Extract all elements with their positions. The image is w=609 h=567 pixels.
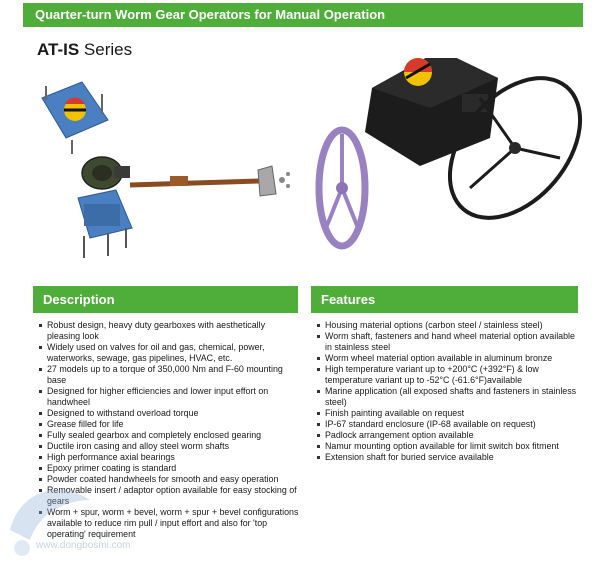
list-item: Housing material options (carbon steel /…: [315, 320, 583, 331]
list-item: Robust design, heavy duty gearboxes with…: [37, 320, 299, 342]
series-title: AT-IS Series: [37, 40, 132, 60]
features-heading-text: Features: [321, 292, 376, 307]
list-item: Widely used on valves for oil and gas, c…: [37, 342, 299, 364]
list-item: Epoxy primer coating is standard: [37, 463, 299, 474]
description-list: Robust design, heavy duty gearboxes with…: [37, 320, 299, 540]
list-item: IP-67 standard enclosure (IP-68 availabl…: [315, 419, 583, 430]
input-shaft: [129, 178, 261, 188]
list-item: Fully sealed gearbox and completely encl…: [37, 430, 299, 441]
page-header-bar: Quarter-turn Worm Gear Operators for Man…: [23, 3, 583, 27]
handwheel-icon: [315, 126, 369, 250]
list-item: Removable insert / adaptor option availa…: [37, 485, 299, 507]
assembled-gearbox: [365, 58, 498, 166]
series-name: AT-IS: [37, 40, 80, 59]
exploded-gearbox: [41, 81, 290, 258]
list-item: Ductile iron casing and alloy steel worm…: [37, 441, 299, 452]
description-heading-text: Description: [43, 292, 115, 307]
list-item: Namur mounting option available for limi…: [315, 441, 583, 452]
black-handwheel-icon: [447, 76, 583, 220]
list-item: 27 models up to a torque of 350,000 Nm a…: [37, 364, 299, 386]
page-header-title: Quarter-turn Worm Gear Operators for Man…: [35, 7, 386, 22]
list-item: Worm wheel material option available in …: [315, 353, 583, 364]
list-item: Worm shaft, fasteners and hand wheel mat…: [315, 331, 583, 353]
series-suffix: Series: [79, 40, 133, 59]
list-item: Finish painting available on request: [315, 408, 583, 419]
features-heading: Features: [311, 286, 578, 313]
list-item: Grease filled for life: [37, 419, 299, 430]
list-item: Padlock arrangement option available: [315, 430, 583, 441]
list-item: High temperature variant up to +200°C (+…: [315, 364, 583, 386]
list-item: Extension shaft for buried service avail…: [315, 452, 583, 463]
features-list: Housing material options (carbon steel /…: [315, 320, 583, 463]
list-item: Designed to withstand overload torque: [37, 408, 299, 419]
list-item: High performance axial bearings: [37, 452, 299, 463]
watermark-text: www.dongbosmi.com: [36, 540, 131, 551]
list-item: Marine application (all exposed shafts a…: [315, 386, 583, 408]
list-item: Powder coated handwheels for smooth and …: [37, 474, 299, 485]
product-illustration: [41, 58, 583, 258]
list-item: Designed for higher efficiencies and low…: [37, 386, 299, 408]
description-heading: Description: [33, 286, 298, 313]
watermark-logo-icon: [10, 490, 90, 556]
list-item: Worm + spur, worm + bevel, worm + spur +…: [37, 507, 299, 540]
coupling-flange: [257, 165, 277, 197]
